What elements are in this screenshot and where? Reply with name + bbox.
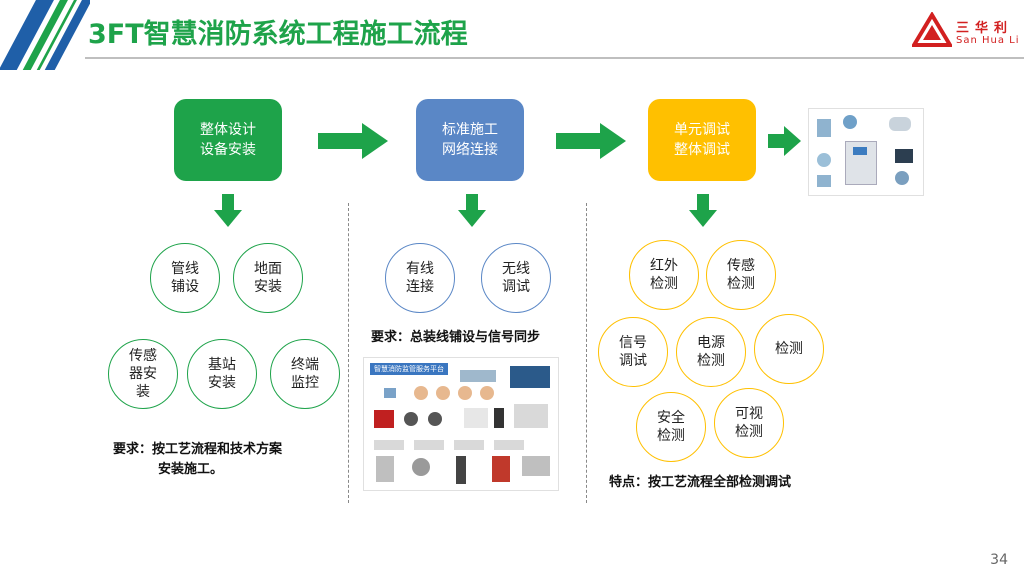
task-label: 检测 — [727, 276, 755, 292]
task-signal-debug: 信号调试 — [598, 317, 668, 387]
step-construction-network: 标准施工网络连接 — [416, 99, 524, 181]
task-safety-test: 安全检测 — [636, 392, 706, 462]
task-label: 检测 — [735, 424, 763, 440]
task-label: 信号 — [619, 335, 647, 351]
arrow-down-icon — [214, 194, 242, 227]
task-label: 基站 — [208, 357, 236, 373]
task-base-station: 基站安装 — [187, 339, 257, 409]
arrow-right-icon — [768, 126, 801, 156]
task-label: 红外 — [650, 258, 678, 274]
column-divider — [348, 203, 349, 503]
requirement-text: 要求：按工艺流程和技术方案 安装施工。 — [113, 440, 282, 480]
step-label: 整体设计 — [200, 122, 256, 138]
arrow-down-icon — [689, 194, 717, 227]
step-design-install: 整体设计设备安装 — [174, 99, 282, 181]
task-label: 装 — [136, 384, 150, 400]
task-infrared-test: 红外检测 — [629, 240, 699, 310]
platform-title: 智慧消防监管服务平台 — [370, 363, 448, 375]
task-label: 传感 — [129, 348, 157, 364]
task-wired-connect: 有线连接 — [385, 243, 455, 313]
task-label: 调试 — [502, 279, 530, 295]
task-label: 安装 — [208, 375, 236, 391]
task-label: 可视 — [735, 406, 763, 422]
step-label: 单元调试 — [674, 122, 730, 138]
task-label: 连接 — [406, 279, 434, 295]
arrow-down-icon — [458, 194, 486, 227]
task-label: 检测 — [697, 353, 725, 369]
page-number: 34 — [990, 552, 1008, 568]
task-label: 管线 — [171, 261, 199, 277]
task-label: 有线 — [406, 261, 434, 277]
requirement-line: 要求：按工艺流程和技术方案 — [113, 442, 283, 457]
task-label: 检测 — [775, 341, 803, 357]
step-label: 标准施工 — [442, 122, 498, 138]
step-label: 整体调试 — [674, 142, 730, 158]
task-wireless-debug: 无线调试 — [481, 243, 551, 313]
brand-logo-icon — [912, 12, 952, 47]
task-visual-test: 可视检测 — [714, 388, 784, 458]
task-label: 铺设 — [171, 279, 199, 295]
task-label: 地面 — [254, 261, 282, 277]
page-title: 3FT智慧消防系统工程施工流程 — [88, 19, 468, 50]
arrow-right-icon — [556, 123, 626, 159]
task-label: 终端 — [291, 357, 319, 373]
task-label: 电源 — [697, 335, 725, 351]
task-label: 无线 — [502, 261, 530, 277]
column-divider — [586, 203, 587, 503]
task-label: 安装 — [254, 279, 282, 295]
platform-diagram-image: 智慧消防监管服务平台 — [363, 357, 559, 491]
task-power-test: 电源检测 — [676, 317, 746, 387]
task-label: 调试 — [619, 353, 647, 369]
brand-name-cn: 三华利 — [956, 21, 1014, 36]
task-label: 监控 — [291, 375, 319, 391]
task-sensor-test: 传感检测 — [706, 240, 776, 310]
header-stripes — [0, 0, 90, 70]
device-network-image — [808, 108, 924, 196]
step-label: 设备安装 — [200, 142, 256, 158]
arrow-right-icon — [318, 123, 388, 159]
brand-name-en: San Hua Li — [956, 35, 1020, 46]
task-sensor-install: 传感器安装 — [108, 339, 178, 409]
step-label: 网络连接 — [442, 142, 498, 158]
task-label: 检测 — [657, 428, 685, 444]
task-label: 器安 — [129, 366, 157, 382]
task-general-test: 检测 — [754, 314, 824, 384]
task-label: 检测 — [650, 276, 678, 292]
requirement-text: 要求：总装线铺设与信号同步 — [371, 330, 541, 345]
requirement-line: 安装施工。 — [158, 462, 224, 477]
task-ground-install: 地面安装 — [233, 243, 303, 313]
step-debugging: 单元调试整体调试 — [648, 99, 756, 181]
feature-text: 特点：按工艺流程全部检测调试 — [609, 475, 792, 490]
task-pipeline: 管线铺设 — [150, 243, 220, 313]
task-label: 安全 — [657, 410, 685, 426]
task-terminal-monitor: 终端监控 — [270, 339, 340, 409]
title-divider — [85, 57, 1024, 59]
task-label: 传感 — [727, 258, 755, 274]
